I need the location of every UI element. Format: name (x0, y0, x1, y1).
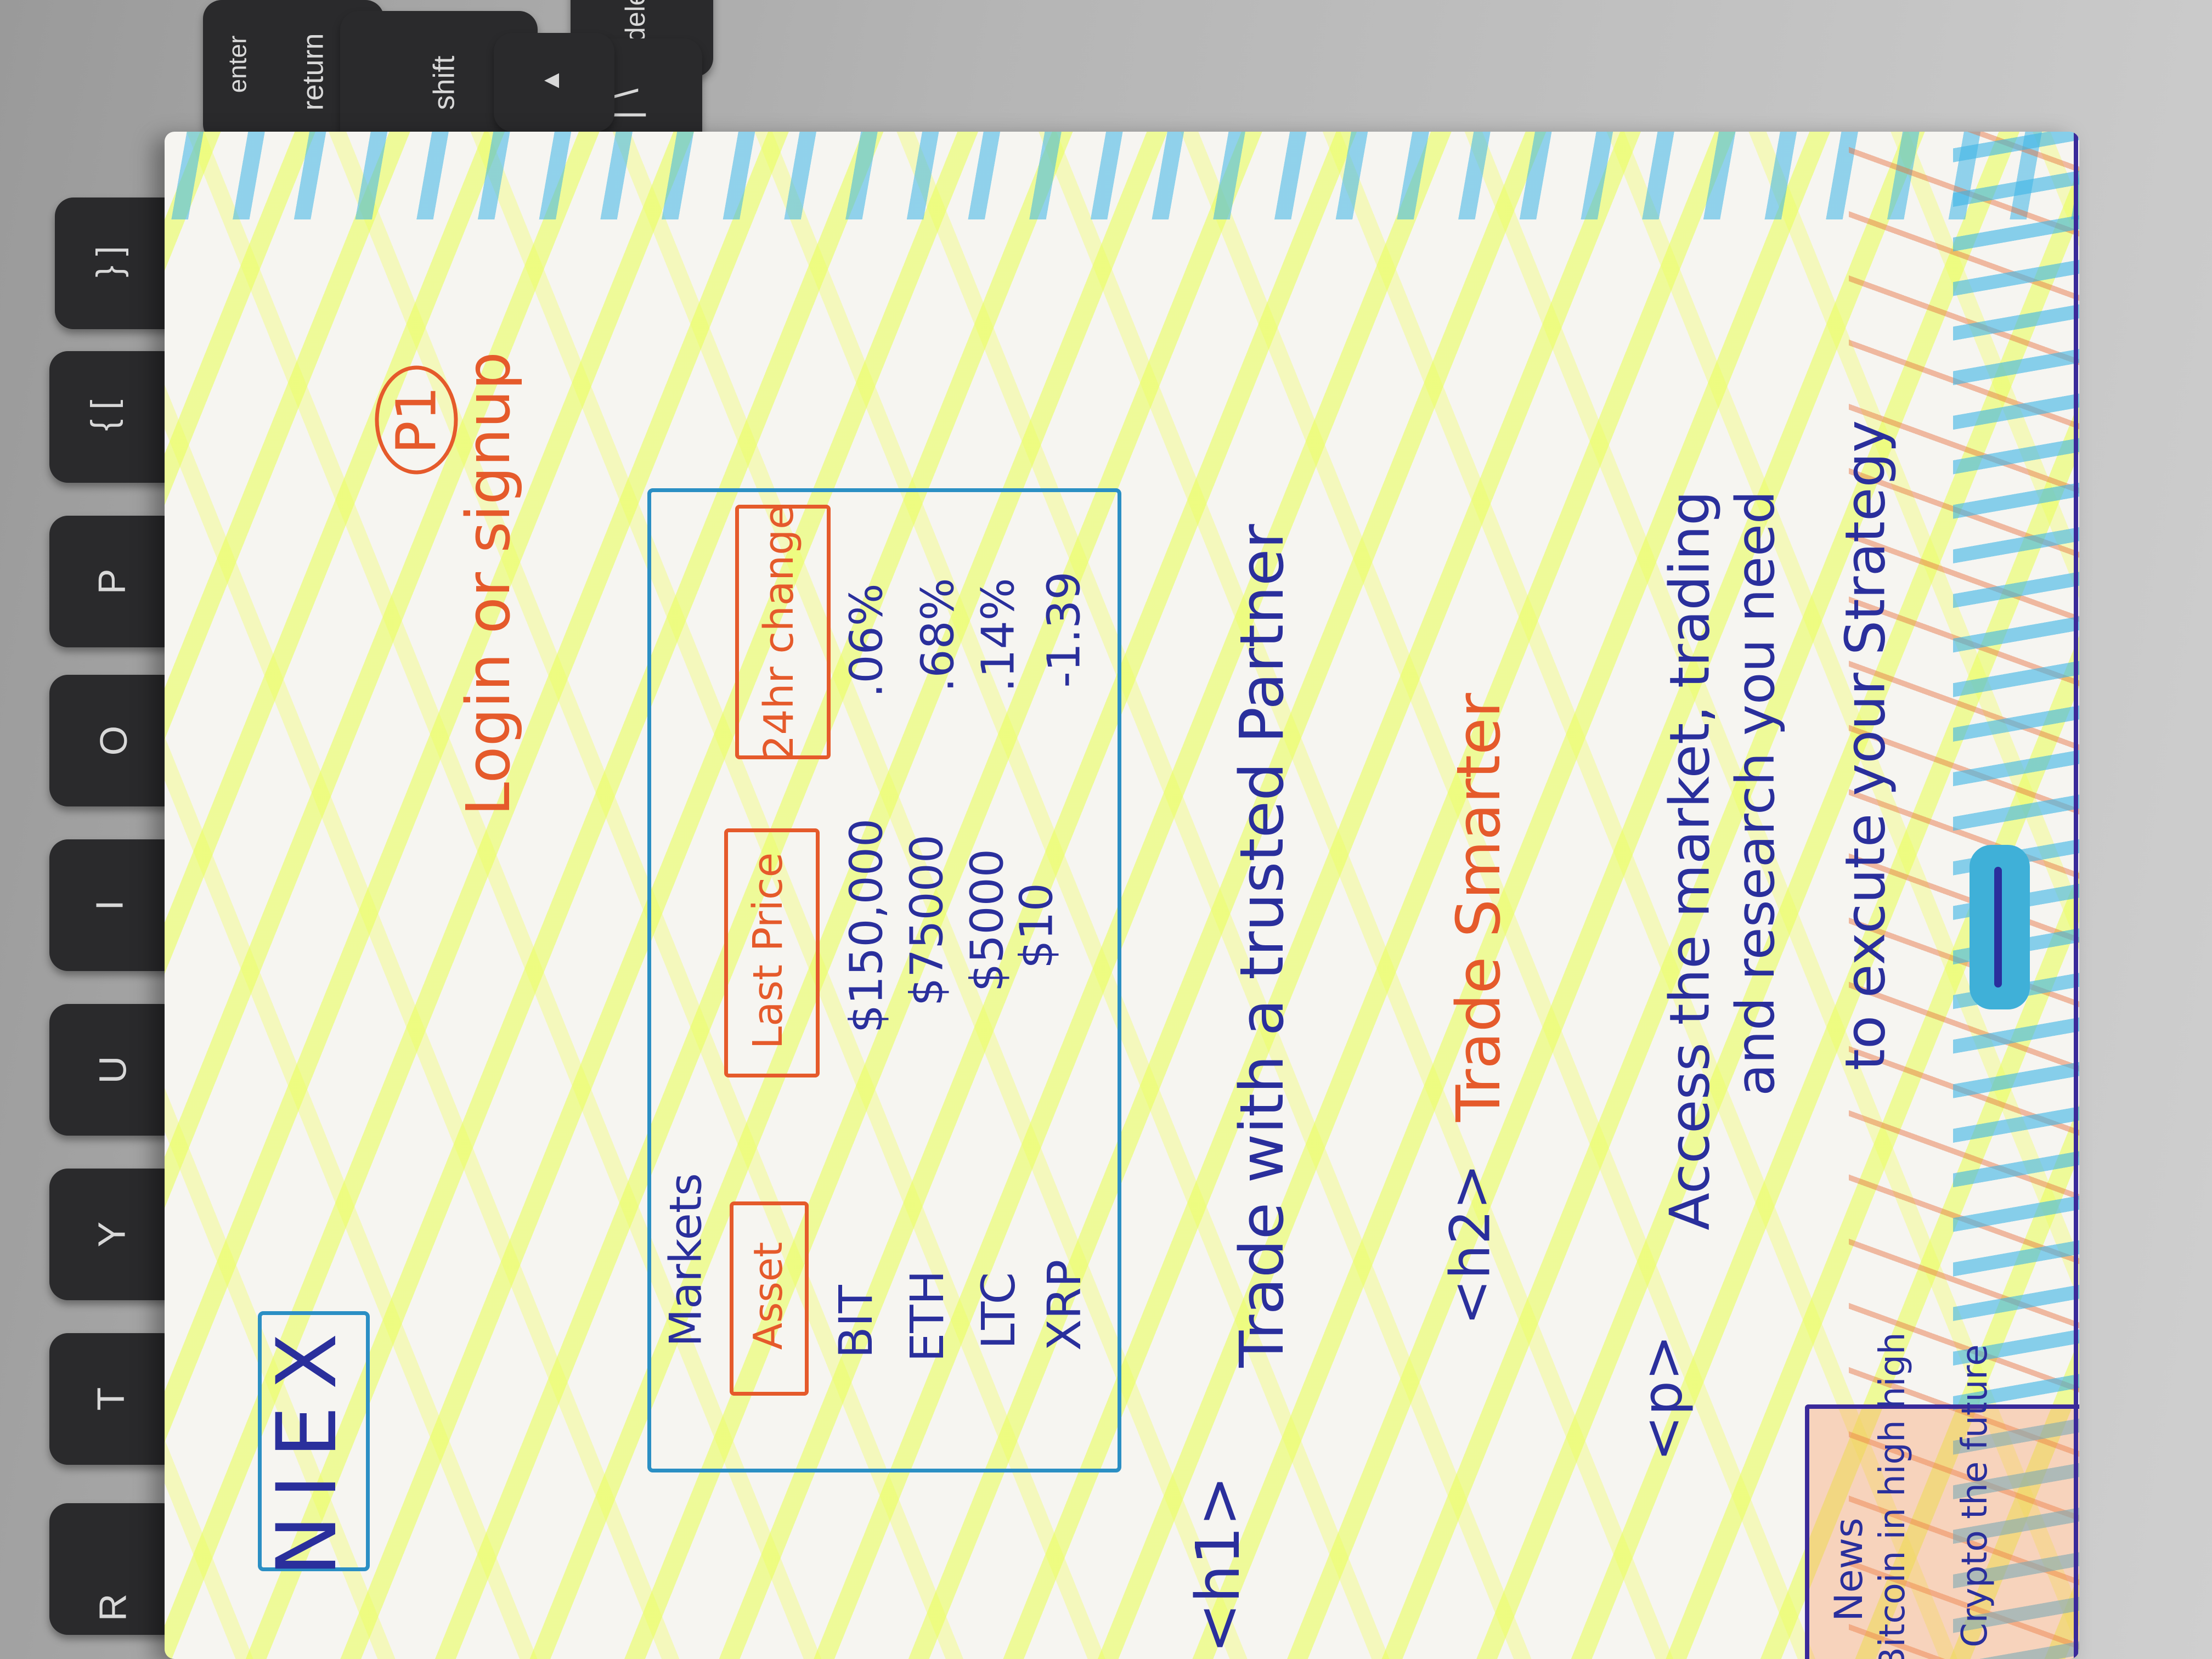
price-ltc: $5000 (961, 849, 1014, 992)
key-t: T (49, 1333, 181, 1465)
change-bit: .06% (840, 583, 893, 698)
price-xrp: $10 (1011, 883, 1063, 969)
column-24hr-change-box (735, 505, 831, 759)
news-item-2[interactable]: · Crypto the future (1955, 1344, 1995, 1659)
key-r: R (49, 1503, 181, 1635)
key-arrow: ▲ (494, 33, 614, 132)
login-signup-link[interactable]: Login or signup (453, 351, 523, 816)
change-eth: .68% (912, 578, 964, 692)
news-item-1[interactable]: · Bitcoin in high high (1872, 1332, 1913, 1659)
key-bracket-open: { [ (49, 351, 181, 483)
hero-paragraph-line3: to excute your Strategy (1833, 420, 1898, 1071)
markets-title: Markets (660, 1173, 712, 1347)
page-badge: P1 (375, 365, 458, 475)
logo[interactable]: NIEX (259, 1317, 355, 1577)
news-title: News (1826, 1517, 1871, 1622)
blue-scribble-top (165, 132, 2079, 219)
change-ltc: .14% (972, 578, 1025, 692)
hero-subheading: Trade Smarter (1443, 693, 1514, 1122)
hero-heading: Trade with a trusted Partner (1227, 524, 1297, 1368)
key-i: I (49, 839, 181, 971)
logo-box (258, 1311, 370, 1571)
asset-xrp[interactable]: XRP (1037, 1259, 1091, 1351)
key-o: O (49, 675, 181, 806)
p-tag: <p> (1630, 1334, 1695, 1462)
wireframe: NIEX Login or signup P1 Markets Asset La… (165, 132, 2079, 1659)
key-u: U (49, 1004, 181, 1136)
price-bit: $150,000 (840, 818, 893, 1034)
column-last-price: Last Price (744, 852, 792, 1049)
column-24hr-change: 24hr change (755, 504, 803, 761)
asset-bit[interactable]: BIT (829, 1285, 883, 1358)
price-eth: $75000 (901, 834, 953, 1007)
asset-ltc[interactable]: LTC (972, 1272, 1025, 1350)
hero-paragraph-line1: Access the market, trading (1657, 490, 1722, 1231)
column-asset-box (730, 1201, 809, 1396)
key-y: Y (49, 1169, 181, 1300)
highlighter-scribble (165, 132, 2079, 1659)
cta-button-line (1994, 867, 2002, 988)
news-box (1805, 1404, 2079, 1659)
change-xrp: -1.39 (1038, 571, 1091, 688)
footer-line (2074, 132, 2078, 1659)
markets-panel (647, 488, 1121, 1472)
hero-paragraph-line2: and research you need (1725, 490, 1786, 1096)
h1-tag: <h1> (1183, 1475, 1253, 1654)
column-last-price-box (724, 828, 820, 1077)
column-asset: Asset (745, 1242, 791, 1350)
sketch-paper: NIEX Login or signup P1 Markets Asset La… (165, 132, 2079, 1659)
asset-eth[interactable]: ETH (900, 1270, 954, 1362)
key-p: P (49, 516, 181, 647)
